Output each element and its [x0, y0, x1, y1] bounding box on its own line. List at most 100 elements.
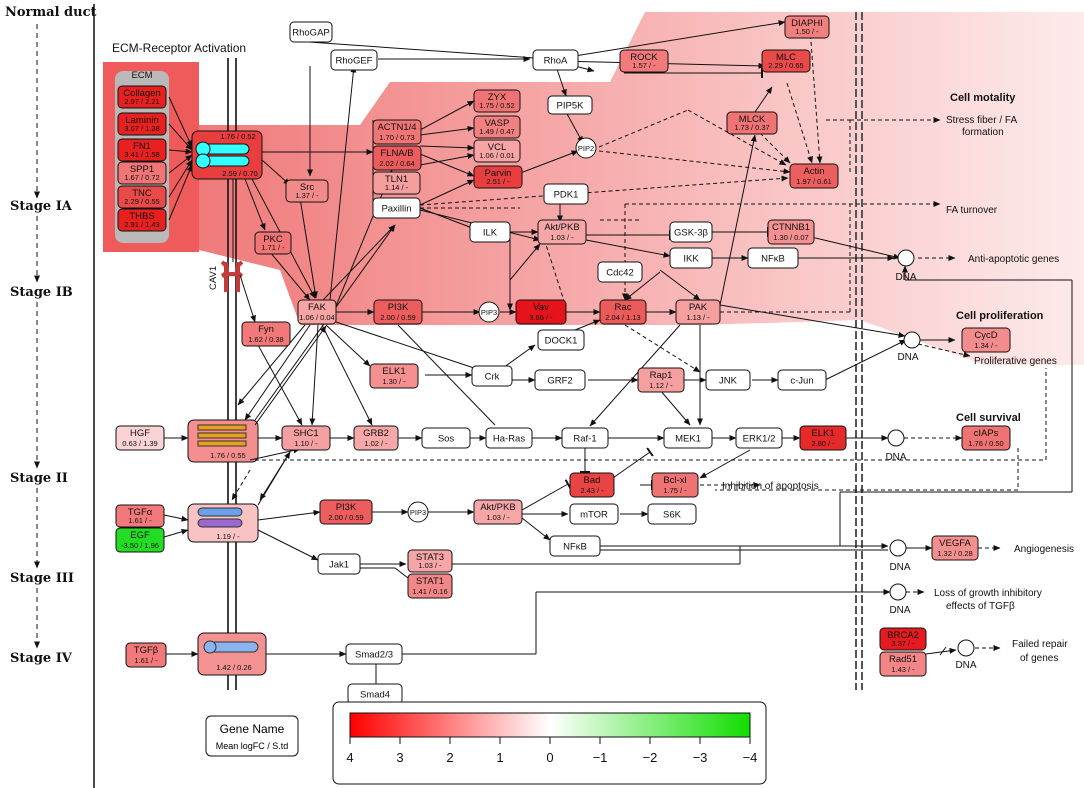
- gene-node-ilk[interactable]: ILK: [469, 221, 511, 243]
- scale-tick-label: −1: [593, 750, 608, 765]
- gene-node-grf2[interactable]: GRF2: [534, 369, 586, 391]
- gene-value: 2.04 / 1.13: [605, 313, 640, 322]
- gene-node-box: [372, 171, 421, 195]
- gene-node-sos[interactable]: Sos: [421, 427, 471, 449]
- gene-node-raf1[interactable]: Raf-1: [561, 427, 609, 449]
- gene-name: VASP: [485, 118, 510, 129]
- integrin-receptor[interactable]: 1.76 / 0.52 2.59 / 0.70: [191, 130, 263, 180]
- gene-name: SHC1: [293, 428, 318, 439]
- gene-name: JNK: [719, 376, 738, 387]
- gene-node-cjun[interactable]: c-Jun: [777, 369, 827, 391]
- gene-name: HGF: [130, 428, 150, 439]
- gene-name: NFκB: [761, 254, 785, 265]
- scale-tick-label: 2: [446, 750, 453, 765]
- gene-value: 1.61 / -: [134, 656, 158, 665]
- gene-node-ikk[interactable]: IKK: [669, 247, 713, 269]
- gene-node-actn[interactable]: ACTN1/41.70 / 0.73: [372, 119, 422, 145]
- dna-label: DNA: [889, 562, 910, 573]
- gene-node-box: [599, 299, 647, 325]
- cell-proliferation-title: Cell proliferation: [956, 310, 1044, 322]
- gene-node-rhoa[interactable]: RhoA: [532, 49, 579, 71]
- gene-node-jak1[interactable]: Jak1: [317, 553, 361, 575]
- tgfb-receptor[interactable]: 1.42 / 0.26: [197, 632, 267, 676]
- gene-name: c-Jun: [790, 376, 813, 387]
- gene-node-nfkb1[interactable]: NFκB: [747, 247, 799, 269]
- gene-node-box: [117, 138, 167, 162]
- gene-node-pdk1[interactable]: PDK1: [543, 183, 589, 205]
- gene-node-jnk[interactable]: JNK: [705, 369, 751, 391]
- gene-node-smad23[interactable]: Smad2/3: [345, 643, 403, 665]
- gene-node-pip5k[interactable]: PIP5K: [547, 95, 593, 115]
- gene-node-bclxl[interactable]: Bcl-xl1.75 / -: [651, 472, 699, 498]
- gene-node-smad4[interactable]: Smad4: [347, 683, 403, 705]
- pip3-node[interactable]: PIP3: [407, 501, 429, 523]
- outcome-text: FA turnover: [946, 205, 998, 216]
- egfr-receptor[interactable]: 1.19 / -: [187, 503, 259, 543]
- gene-node-s6k[interactable]: S6K: [647, 503, 697, 525]
- gene-value: 1.03 / -: [486, 513, 510, 522]
- met-receptor[interactable]: 1.76 / 0.55: [187, 419, 259, 463]
- gene-node-hras[interactable]: Ha-Ras: [485, 427, 533, 449]
- gene-node-dock1[interactable]: DOCK1: [537, 329, 585, 351]
- gene-node-crk[interactable]: Crk: [471, 365, 513, 387]
- gene-node-mtor[interactable]: mTOR: [569, 503, 619, 525]
- gene-node-cdc42[interactable]: Cdc42: [597, 261, 643, 283]
- gene-node-rhogap[interactable]: RhoGAP: [289, 21, 333, 43]
- pip2-node[interactable]: PIP2: [575, 137, 597, 159]
- gene-node-gsk3b[interactable]: GSK-3β: [669, 221, 713, 243]
- gene-node-rhogef[interactable]: RhoGEF: [330, 49, 378, 71]
- gene-node-egf[interactable]: EGF-3.50 / 1.96: [115, 527, 165, 553]
- pip3-node[interactable]: PIP3: [478, 301, 500, 323]
- gene-node-mek1[interactable]: MEK1: [663, 427, 713, 449]
- gene-node-box: [735, 427, 783, 449]
- gene-node-erk[interactable]: ERK1/2: [735, 427, 783, 449]
- gene-node-nfkb2[interactable]: NFκB: [549, 535, 601, 557]
- gene-node-paxillin[interactable]: Paxillin: [372, 197, 421, 219]
- gene-node-flna[interactable]: FLNA/B2.02 / 0.64: [372, 145, 422, 171]
